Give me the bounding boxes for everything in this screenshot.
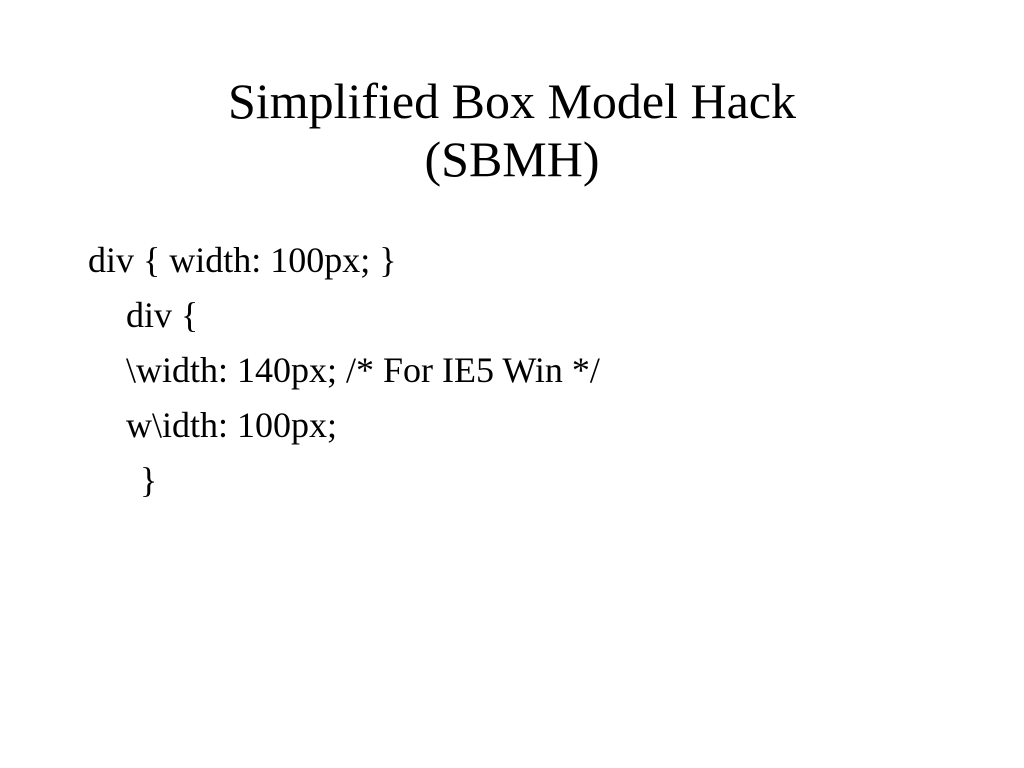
slide-title-line-2: (SBMH) <box>424 131 600 187</box>
code-block: div { width: 100px; } div { \width: 140p… <box>88 233 988 508</box>
code-line-4: w\idth: 100px; <box>126 405 338 445</box>
slide-title-line-1: Simplified Box Model Hack <box>228 73 796 129</box>
slide-title: Simplified Box Model Hack (SBMH) <box>0 72 1024 188</box>
code-line-3: \width: 140px; /* For IE5 Win */ <box>126 350 600 390</box>
code-line-2: div { <box>126 295 199 335</box>
code-line-5: } <box>140 460 158 500</box>
code-line-1: div { width: 100px; } <box>88 240 397 280</box>
